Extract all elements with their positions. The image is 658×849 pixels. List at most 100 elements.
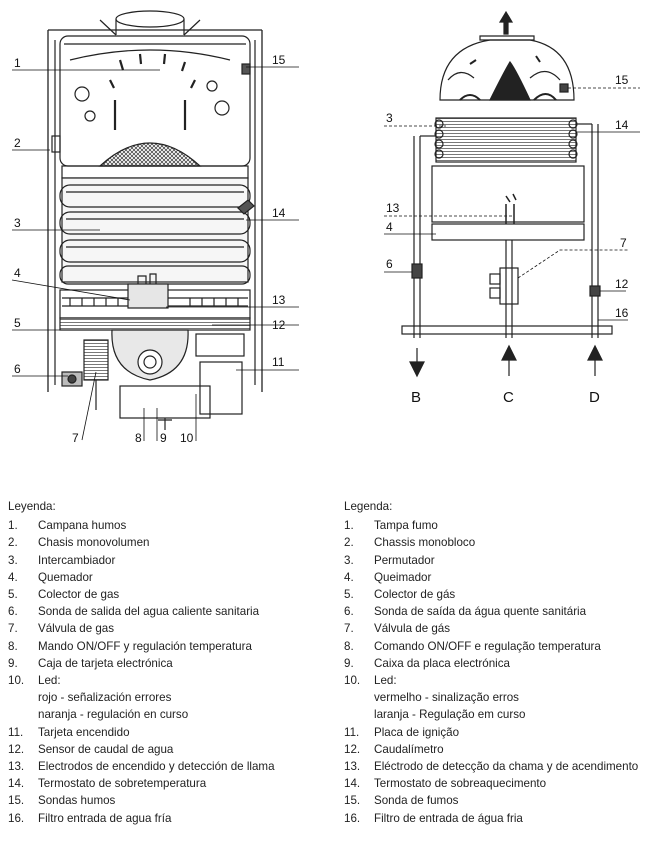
schematic-drawing bbox=[401, 10, 613, 378]
callout-10: 10 bbox=[180, 431, 194, 445]
legend-item: 8.Mando ON/OFF y regulación temperatura bbox=[8, 638, 328, 655]
legend-item: 9. Caixa da placa electrónica bbox=[344, 655, 656, 672]
legend-sub-item: laranja - Regulação em curso bbox=[374, 708, 526, 722]
legend-item: 9. Caja de tarjeta electrónica bbox=[8, 655, 328, 672]
legend-number: 6. bbox=[8, 605, 18, 619]
legend-item: 4.Queimador bbox=[344, 569, 656, 586]
legend-number: 8. bbox=[344, 639, 354, 653]
legend-text: Colector de gas bbox=[38, 588, 120, 602]
legend-item: 6.Sonda de saída da água quente sanitári… bbox=[344, 603, 656, 620]
legend-text: Electrodos de encendido y detección de l… bbox=[38, 760, 275, 774]
callout-7: 7 bbox=[72, 431, 79, 445]
legend-text: Campana humos bbox=[38, 519, 127, 533]
legend-number: 5. bbox=[8, 588, 18, 602]
legend-text: Tarjeta encendido bbox=[38, 725, 130, 739]
legend-item: 1.Campana humos bbox=[8, 517, 328, 534]
callout-12: 12 bbox=[272, 318, 286, 332]
legend-number: 9. bbox=[344, 656, 354, 670]
legend-number: 11. bbox=[344, 725, 360, 739]
legend-title: Leyenda: bbox=[8, 500, 56, 513]
legend-title: Legenda: bbox=[344, 500, 393, 513]
legend-item: 5.Colector de gás bbox=[344, 586, 656, 603]
legend-text: Sensor de caudal de agua bbox=[38, 742, 174, 756]
schematic-callout-13: 13 bbox=[386, 201, 400, 215]
legend-text: Eléctrodo de detecção da chama y de acen… bbox=[374, 760, 639, 774]
front-view-callouts: 1 2 3 4 5 6 7 8 9 10 11 12 13 14 15 bbox=[14, 53, 286, 445]
legend-number: 10. bbox=[344, 674, 361, 688]
legend-text: Válvula de gas bbox=[38, 622, 115, 636]
legend-text: Colector de gás bbox=[374, 588, 456, 602]
callout-4: 4 bbox=[14, 266, 21, 280]
schematic-callouts: 15 3 14 13 4 7 6 12 16 B C D bbox=[386, 73, 629, 406]
callout-2: 2 bbox=[14, 136, 21, 150]
legend-item: 2.Chassis monobloco bbox=[344, 534, 656, 551]
legend-item: 11. Placa de ignição bbox=[344, 724, 656, 741]
legend-text: Intercambiador bbox=[38, 553, 116, 567]
legend-text: Sondas humos bbox=[38, 794, 116, 808]
schematic-callout-4: 4 bbox=[386, 220, 393, 234]
legend-number: 3. bbox=[344, 553, 354, 567]
legend-portuguese: Legenda: 1.Tampa fumo 2.Chassis monobloc… bbox=[344, 498, 656, 827]
legend-number: 4. bbox=[8, 570, 18, 584]
flow-label-b: B bbox=[411, 389, 421, 406]
legend-text: Led: bbox=[38, 674, 61, 688]
legend-item: 8. Comando ON/OFF e regulação temperatura bbox=[344, 638, 656, 655]
schematic-callout-12: 12 bbox=[615, 277, 629, 291]
legend-text: Válvula de gás bbox=[374, 622, 451, 636]
callout-14: 14 bbox=[272, 206, 286, 220]
legend-item: 4.Quemador bbox=[8, 569, 328, 586]
schematic-callout-7: 7 bbox=[620, 236, 627, 250]
callout-9: 9 bbox=[160, 431, 167, 445]
legend-number: 12. bbox=[344, 742, 361, 756]
legend-item: 13. Eléctrodo de detecção da chama y de a… bbox=[344, 758, 656, 775]
legend-text: Comando ON/OFF e regulação temperatura bbox=[374, 639, 601, 653]
front-view-drawing bbox=[47, 10, 263, 430]
legend-item: 10. Led: bbox=[8, 672, 328, 689]
schematic-callout-14: 14 bbox=[615, 118, 629, 132]
legend-item: 16.Filtro entrada de agua fría bbox=[8, 810, 328, 827]
schematic-callout-15: 15 bbox=[615, 73, 629, 87]
callout-5: 5 bbox=[14, 316, 21, 330]
legend-item: 2.Chasis monovolumen bbox=[8, 534, 328, 551]
legend-number: 1. bbox=[344, 519, 354, 533]
legend-number: 14. bbox=[344, 777, 361, 791]
legend-text: Placa de ignição bbox=[374, 725, 460, 739]
legend-spanish: Leyenda: 1.Campana humos 2.Chasis monovo… bbox=[8, 498, 328, 827]
legend-text: Filtro entrada de agua fría bbox=[38, 811, 172, 825]
schematic-leaders bbox=[384, 87, 640, 321]
legend-text: Mando ON/OFF y regulación temperatura bbox=[38, 639, 252, 653]
legend-number: 11. bbox=[8, 725, 24, 739]
callout-1: 1 bbox=[14, 56, 21, 70]
legend-sub-item: vermelho - sinalização erros bbox=[374, 691, 519, 705]
legend-item: 14.Termostato de sobreaquecimento bbox=[344, 775, 656, 792]
legend-item: 15.Sondas humos bbox=[8, 792, 328, 809]
legend-number: 13. bbox=[8, 760, 25, 774]
legend-item: 1.Tampa fumo bbox=[344, 517, 656, 534]
legend-number: 13. bbox=[344, 760, 361, 774]
legend-text: Sonda de saída da água quente sanitária bbox=[374, 605, 587, 619]
legend-text: Chassis monobloco bbox=[374, 536, 476, 550]
callout-15: 15 bbox=[272, 53, 286, 67]
legend-text: Caudalímetro bbox=[374, 742, 444, 756]
legend-item: 12. Caudalímetro bbox=[344, 741, 656, 758]
callout-3: 3 bbox=[14, 216, 21, 230]
legend-number: 10. bbox=[8, 674, 25, 688]
legend-item: 3. Intercambiador bbox=[8, 552, 328, 569]
boiler-diagram: 1 2 3 4 5 6 7 8 9 10 11 12 13 14 15 bbox=[11, 10, 640, 445]
legend-number: 7. bbox=[344, 622, 354, 636]
legend-number: 16. bbox=[344, 811, 361, 825]
callout-11: 11 bbox=[272, 355, 285, 369]
callout-8: 8 bbox=[135, 431, 142, 445]
legend-text: Sonda de salida del agua caliente sanita… bbox=[38, 605, 260, 619]
legend-text: Termostato de sobretemperatura bbox=[38, 777, 207, 791]
legend-number: 12. bbox=[8, 742, 25, 756]
legend-item: 15.Sonda de fumos bbox=[344, 792, 656, 809]
legend-item: 3.Permutador bbox=[344, 552, 656, 569]
legend-number: 9. bbox=[8, 656, 18, 670]
legend-number: 3. bbox=[8, 553, 18, 567]
legend-text: Queimador bbox=[374, 570, 432, 584]
legend-text: Caja de tarjeta electrónica bbox=[38, 656, 173, 670]
legend-text: Caixa da placa electrónica bbox=[374, 656, 510, 670]
legend-text: Chasis monovolumen bbox=[38, 536, 150, 550]
legend-item: 11. Tarjeta encendido bbox=[8, 724, 328, 741]
